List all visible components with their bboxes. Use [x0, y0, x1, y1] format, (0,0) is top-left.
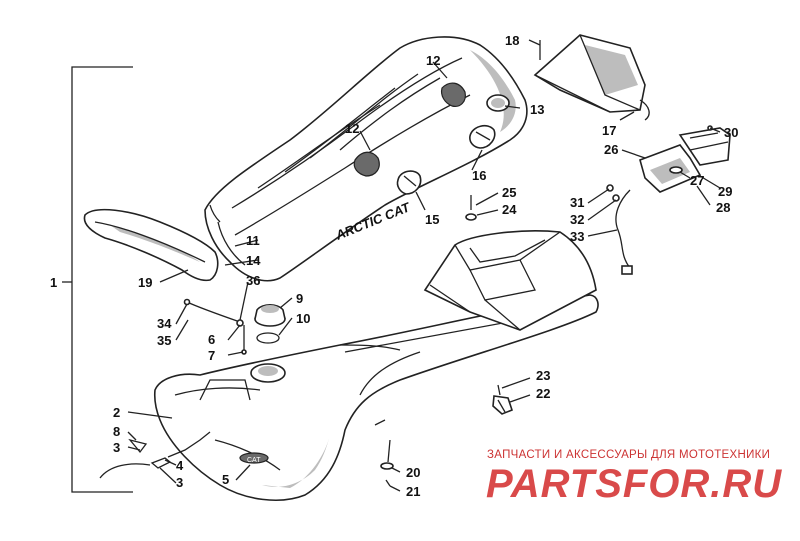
- callout-17: 17: [602, 123, 616, 138]
- tank-body: CAT: [153, 294, 599, 501]
- callout-7: 7: [208, 348, 215, 363]
- callout-12a: 12: [426, 53, 440, 68]
- callout-3a: 3: [113, 440, 120, 455]
- assembly-bracket: [62, 66, 133, 493]
- tail-light: [606, 125, 731, 275]
- callout-9: 9: [296, 291, 303, 306]
- hardware: [380, 195, 513, 487]
- callout-15: 15: [425, 212, 439, 227]
- callout-31: 31: [570, 195, 584, 210]
- callout-13: 13: [530, 102, 544, 117]
- callout-24: 24: [502, 202, 517, 217]
- storage-deck: [423, 230, 597, 331]
- callout-14: 14: [246, 253, 261, 268]
- callout-20: 20: [406, 465, 420, 480]
- callout-18: 18: [505, 33, 519, 48]
- callout-1: 1: [50, 275, 57, 290]
- cap-16: [469, 124, 496, 149]
- watermark-subtitle: ЗАПЧАСТИ И АКСЕССУАРЫ ДЛЯ МОТОТЕХНИКИ: [487, 449, 770, 461]
- cap-15: [396, 170, 422, 195]
- callout-3b: 3: [176, 475, 183, 490]
- callout-22: 22: [536, 386, 550, 401]
- callout-25: 25: [502, 185, 516, 200]
- leader-lines: [127, 39, 721, 492]
- cap-gasket: [256, 332, 280, 344]
- callout-27: 27: [690, 173, 704, 188]
- callout-33: 33: [570, 229, 584, 244]
- watermark: ЗАПЧАСТИ И АКСЕССУАРЫ ДЛЯ МОТОТЕХНИКИ PA…: [486, 449, 782, 506]
- callout-35: 35: [157, 333, 171, 348]
- callout-8: 8: [113, 424, 120, 439]
- callout-34: 34: [157, 316, 172, 331]
- cap-13: [486, 94, 510, 112]
- callout-36: 36: [246, 273, 260, 288]
- callout-11: 11: [246, 233, 260, 248]
- watermark-title: PARTSFOR.RU: [486, 462, 782, 506]
- callout-16: 16: [472, 168, 486, 183]
- callout-23: 23: [536, 368, 550, 383]
- callout-4: 4: [176, 458, 184, 473]
- callout-labels: 1 2 3 3 4 5 6 7 8 9 10 11 12 12 13 14 15…: [50, 33, 738, 499]
- fuel-cap: [254, 303, 286, 327]
- fuel-line: [99, 431, 211, 479]
- callout-5: 5: [222, 472, 229, 487]
- tank-badge-text: CAT: [247, 457, 261, 464]
- callout-10: 10: [296, 311, 310, 326]
- callout-19: 19: [138, 275, 152, 290]
- rear-bracket: [533, 34, 650, 121]
- callout-21: 21: [406, 484, 420, 499]
- callout-12b: 12: [345, 121, 359, 136]
- callout-6: 6: [208, 332, 215, 347]
- callout-29: 29: [718, 184, 732, 199]
- callout-2: 2: [113, 405, 120, 420]
- callout-28: 28: [716, 200, 730, 215]
- callout-26: 26: [604, 142, 618, 157]
- callout-32: 32: [570, 212, 584, 227]
- callout-30: 30: [724, 125, 738, 140]
- rear-flap: [83, 208, 219, 282]
- vent-hose: [183, 298, 247, 355]
